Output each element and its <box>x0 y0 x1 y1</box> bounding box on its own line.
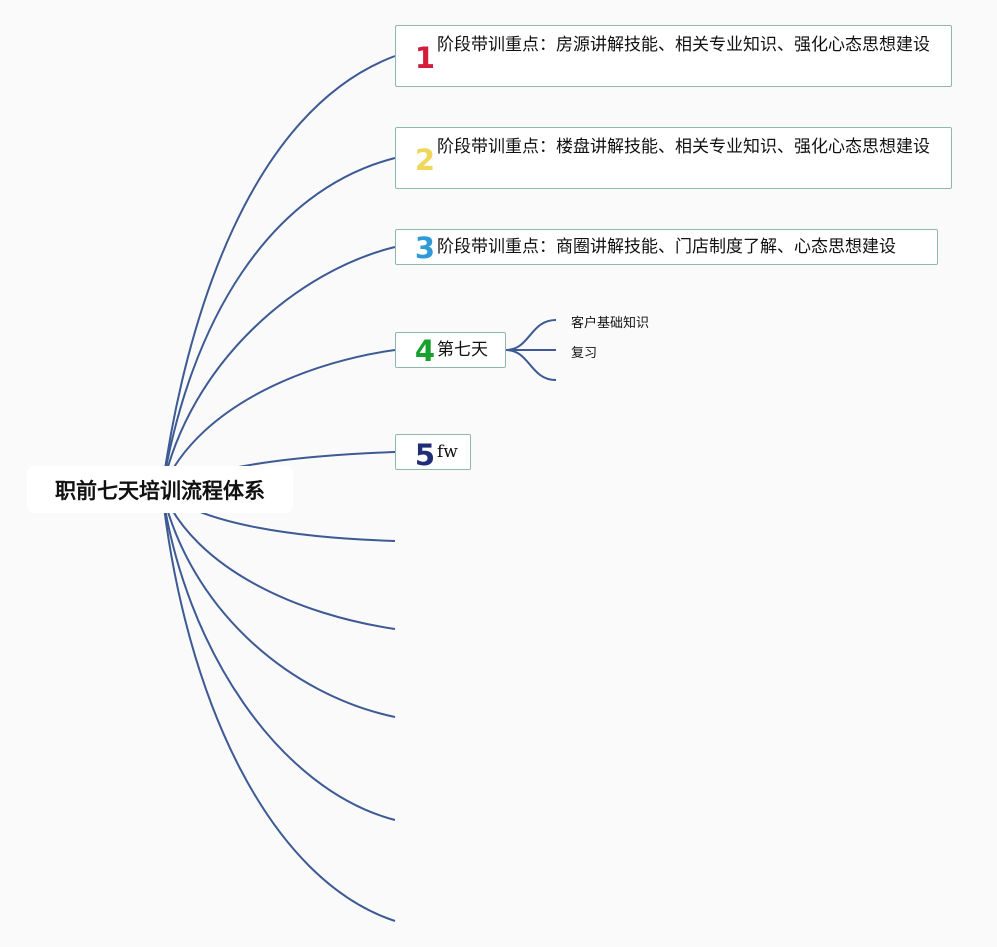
subtopic-review[interactable]: 复习 <box>571 346 598 361</box>
topic-node-4[interactable]: 4 第七天 <box>395 332 506 368</box>
topic-node-5-label: fw <box>437 442 458 462</box>
connector-sub-1 <box>505 319 557 351</box>
number-5-icon: 5 <box>414 438 436 472</box>
connector-to-node-2 <box>161 157 396 491</box>
number-1-icon: 1 <box>414 41 436 75</box>
subtopic-client-basics[interactable]: 客户基础知识 <box>571 316 650 331</box>
connector-sub-3 <box>505 349 557 381</box>
topic-node-4-label: 第七天 <box>437 340 488 360</box>
topic-node-1-label: 阶段带训重点：房源讲解技能、相关专业知识、强化心态思想建设 <box>437 35 930 55</box>
connector-to-node-3 <box>161 246 396 491</box>
number-2-icon: 2 <box>414 143 436 177</box>
number-4-icon: 4 <box>414 334 436 368</box>
topic-node-3[interactable]: 3 阶段带训重点：商圈讲解技能、门店制度了解、心态思想建设 <box>395 229 938 265</box>
topic-node-5[interactable]: 5 fw <box>395 434 471 470</box>
connector-empty-5 <box>161 489 396 922</box>
connector-empty-3 <box>161 489 396 718</box>
connector-empty-4 <box>161 489 396 821</box>
topic-node-2-label: 阶段带训重点：楼盘讲解技能、相关专业知识、强化心态思想建设 <box>437 137 930 157</box>
topic-node-2[interactable]: 2 阶段带训重点：楼盘讲解技能、相关专业知识、强化心态思想建设 <box>395 127 952 189</box>
connector-empty-2 <box>161 489 396 630</box>
topic-node-3-label: 阶段带训重点：商圈讲解技能、门店制度了解、心态思想建设 <box>437 237 896 257</box>
number-3-icon: 3 <box>414 231 436 265</box>
topic-node-1[interactable]: 1 阶段带训重点：房源讲解技能、相关专业知识、强化心态思想建设 <box>395 25 952 87</box>
root-topic[interactable]: 职前七天培训流程体系 <box>27 466 293 513</box>
connector-to-node-1 <box>161 55 396 491</box>
connector-to-node-4 <box>161 349 396 491</box>
